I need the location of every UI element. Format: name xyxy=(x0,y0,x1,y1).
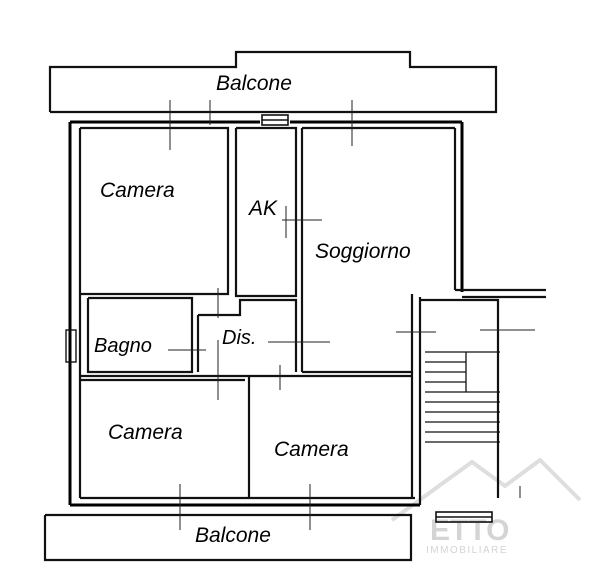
watermark-tagline: IMMOBILIARE xyxy=(426,545,508,556)
watermark-logo: ETTO IMMOBILIARE xyxy=(390,457,582,556)
label-balcone-bottom: Balcone xyxy=(195,524,271,547)
label-ak: AK xyxy=(247,197,278,220)
label-camera-top-left: Camera xyxy=(100,179,175,202)
watermark-roof-shape xyxy=(390,457,582,522)
label-bagno: Bagno xyxy=(94,335,152,357)
interior-walls xyxy=(80,126,500,505)
staircase xyxy=(425,351,500,523)
balcony-bottom xyxy=(43,513,413,562)
label-balcone-top: Balcone xyxy=(216,72,292,95)
label-soggiorno: Soggiorno xyxy=(315,240,411,263)
balcony-top xyxy=(48,50,498,114)
label-dis: Dis. xyxy=(222,327,256,349)
watermark-brand: ETTO xyxy=(430,514,509,547)
label-camera-bottom-right: Camera xyxy=(274,438,349,461)
plan-markers xyxy=(168,100,535,530)
outer-walls xyxy=(65,114,546,507)
label-camera-bottom-left: Camera xyxy=(108,421,183,444)
